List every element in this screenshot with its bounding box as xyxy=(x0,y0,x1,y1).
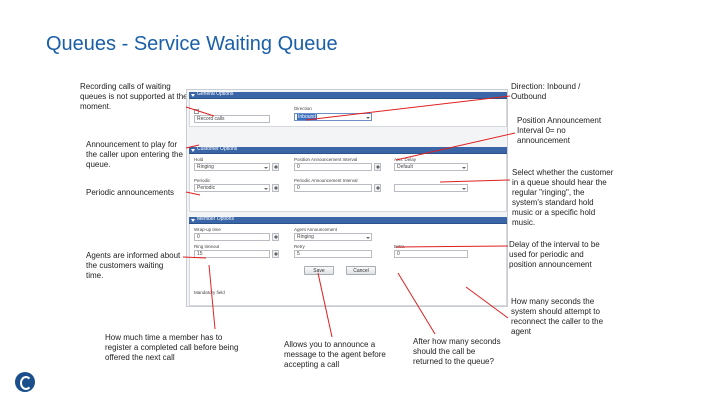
note-announcement: Announcement to play for the caller upon… xyxy=(86,140,183,169)
wrapup-field[interactable]: 0 xyxy=(194,233,270,241)
section-member: Wrap-up time 0 Agent Announcement Ringin… xyxy=(189,224,507,306)
collapse-icon xyxy=(191,219,195,222)
note-announce-agent: Allows you to announce a message to the … xyxy=(284,340,386,369)
wrapup-spinner[interactable] xyxy=(272,233,279,241)
page-title: Queues - Service Waiting Queue xyxy=(46,33,338,55)
periodic-spinner[interactable] xyxy=(272,184,279,192)
retry-field[interactable]: 5 xyxy=(294,250,372,258)
ring-timeout-field[interactable]: 15 xyxy=(194,250,270,258)
position-interval-label: Position Announcement Interval xyxy=(294,157,358,162)
chevron-down-icon xyxy=(462,188,466,190)
periodic-select[interactable]: Periodic xyxy=(194,184,270,192)
extra-field[interactable]: 0 xyxy=(394,250,468,258)
chevron-down-icon xyxy=(366,117,370,119)
agent-announcement-select[interactable]: Ringing xyxy=(294,233,372,241)
section-general: Record calls Direction Inbound xyxy=(189,99,507,127)
periodic-label: Periodic xyxy=(194,178,211,183)
arrow-hold-music xyxy=(439,179,511,183)
section-header-customer[interactable]: Customer Options xyxy=(189,146,507,154)
note-direction: Direction: Inbound / Outbound xyxy=(511,82,581,101)
arrow-announce-agent xyxy=(317,272,333,338)
note-reconnect: How many seconds the system should attem… xyxy=(511,297,604,336)
collapse-icon xyxy=(191,94,195,97)
chevron-down-icon xyxy=(264,188,268,190)
delay-label: Ann. Delay xyxy=(394,157,417,162)
hold-spinner[interactable] xyxy=(272,163,279,171)
periodic-interval-field[interactable]: 0 xyxy=(294,184,372,192)
mandatory-field-label: Mandatory field xyxy=(194,290,225,295)
company-logo-icon xyxy=(15,372,35,392)
recording-field[interactable]: Record calls xyxy=(194,115,270,123)
agent-announcement-label: Agent Announcement xyxy=(294,227,338,232)
note-recording: Recording calls of waiting queues is not… xyxy=(80,82,188,111)
arrow-member-time xyxy=(208,264,216,330)
retry-label: Retry xyxy=(294,244,305,249)
arrow-reconnect xyxy=(465,286,509,319)
note-agents-informed: Agents are informed about the customers … xyxy=(86,251,181,280)
periodic-interval-spinner[interactable] xyxy=(374,184,381,192)
position-interval-spinner[interactable] xyxy=(374,163,381,171)
note-periodic: Periodic announcements xyxy=(86,188,175,197)
arrow-after-seconds xyxy=(397,272,436,335)
arrow-agents-informed xyxy=(182,256,207,259)
arrow-recording xyxy=(185,106,215,117)
ring-timeout-spinner[interactable] xyxy=(272,250,279,258)
wrapup-label: Wrap-up time xyxy=(194,227,221,232)
chevron-down-icon xyxy=(264,167,268,169)
hold-label: Hold xyxy=(194,157,204,162)
position-interval-field[interactable]: 0 xyxy=(294,163,372,171)
collapse-icon xyxy=(191,149,195,152)
note-delay-interval: Delay of the interval to be used for per… xyxy=(509,240,600,269)
arrow-direction xyxy=(305,95,511,121)
periodic-extra-select[interactable] xyxy=(394,184,468,192)
cancel-button[interactable]: Cancel xyxy=(346,266,376,275)
periodic-interval-label: Periodic Announcement Interval xyxy=(294,178,358,183)
chevron-down-icon xyxy=(462,167,466,169)
chevron-down-icon xyxy=(366,237,370,239)
direction-label: Direction xyxy=(294,106,312,111)
section-header-member[interactable]: Member Options xyxy=(189,216,507,224)
note-hold-music: Select whether the customer in a queue s… xyxy=(512,168,614,227)
note-member-time: How much time a member has to register a… xyxy=(105,333,239,362)
arrow-delay-interval xyxy=(395,245,509,248)
hold-select[interactable]: Ringing xyxy=(194,163,270,171)
ring-timeout-label: Ring timeout xyxy=(194,244,220,249)
arrow-periodic xyxy=(185,191,201,196)
section-customer: Hold Ringing Position Announcement Inter… xyxy=(189,154,507,212)
queue-settings-screenshot: General Options Record calls Direction I… xyxy=(186,89,508,307)
delay-select[interactable]: Default xyxy=(394,163,468,171)
note-after-seconds: After how many seconds should the call b… xyxy=(413,337,501,366)
arrow-announcement xyxy=(185,144,200,149)
save-button[interactable]: Save xyxy=(304,266,334,275)
arrow-position-interval xyxy=(395,132,516,161)
section-header-general[interactable]: General Options xyxy=(189,91,507,99)
note-position-interval: Position Announcement Interval 0= no ann… xyxy=(517,116,602,145)
